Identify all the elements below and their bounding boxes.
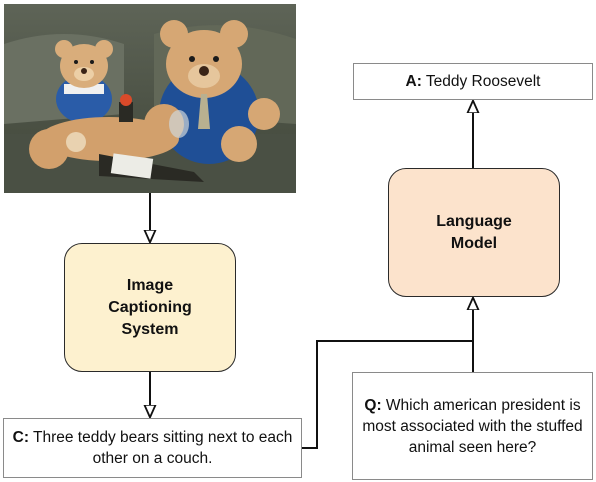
language-model-box: Language Model [388, 168, 560, 297]
teddy-bears-photo [4, 4, 296, 193]
caption-prefix: C: [12, 429, 29, 446]
image-captioning-system-box: Image Captioning System [64, 243, 236, 372]
question-prefix: Q: [364, 396, 382, 414]
question-box: Q: Which american president is most asso… [352, 372, 593, 480]
question-text: Which american president is most associa… [362, 396, 583, 456]
answer-text: Teddy Roosevelt [421, 73, 541, 90]
image-captioning-system-label: Image Captioning System [108, 276, 192, 338]
language-model-label: Language Model [436, 212, 512, 252]
answer-prefix: A: [405, 73, 422, 90]
answer-box: A: Teddy Roosevelt [353, 63, 593, 100]
caption-box: C: Three teddy bears sitting next to eac… [3, 418, 302, 478]
caption-text: Three teddy bears sitting next to each o… [28, 429, 293, 467]
